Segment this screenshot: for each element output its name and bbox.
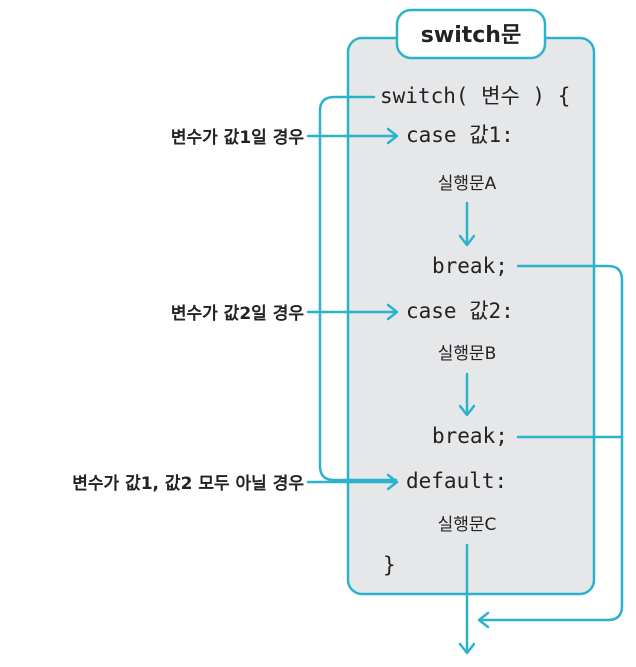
code-statement-b: 실행문B — [438, 344, 497, 364]
label-default: 변수가 값1, 값2 모두 아닐 경우 — [72, 474, 304, 494]
arrow-head-case-2 — [386, 303, 399, 321]
arrow-head-a-to-break — [458, 234, 476, 247]
code-default: default: — [406, 469, 507, 493]
code-statement-c: 실행문C — [438, 515, 497, 535]
arrow-head-default — [386, 473, 399, 491]
code-break-2: break; — [432, 424, 508, 448]
code-statement-a: 실행문A — [438, 174, 497, 194]
code-case-1: case 값1: — [406, 123, 514, 147]
label-case-2: 변수가 값2일 경우 — [171, 304, 305, 324]
arrow-head-exit-down — [458, 642, 476, 655]
arrow-head-exit-join — [477, 611, 490, 629]
code-switch-line: switch( 변수 ) { — [380, 84, 570, 108]
break-1-exit-line — [478, 264, 624, 622]
code-close-brace: } — [383, 553, 396, 577]
diagram-title: switch문 — [421, 23, 521, 48]
title-tab — [395, 8, 547, 60]
code-case-2: case 값2: — [406, 299, 514, 323]
arrow-head-case-1 — [386, 127, 399, 145]
dispatch-line — [318, 95, 398, 482]
code-break-1: break; — [432, 254, 508, 278]
arrow-head-b-to-break — [458, 404, 476, 417]
label-case-1: 변수가 값1일 경우 — [171, 128, 305, 148]
